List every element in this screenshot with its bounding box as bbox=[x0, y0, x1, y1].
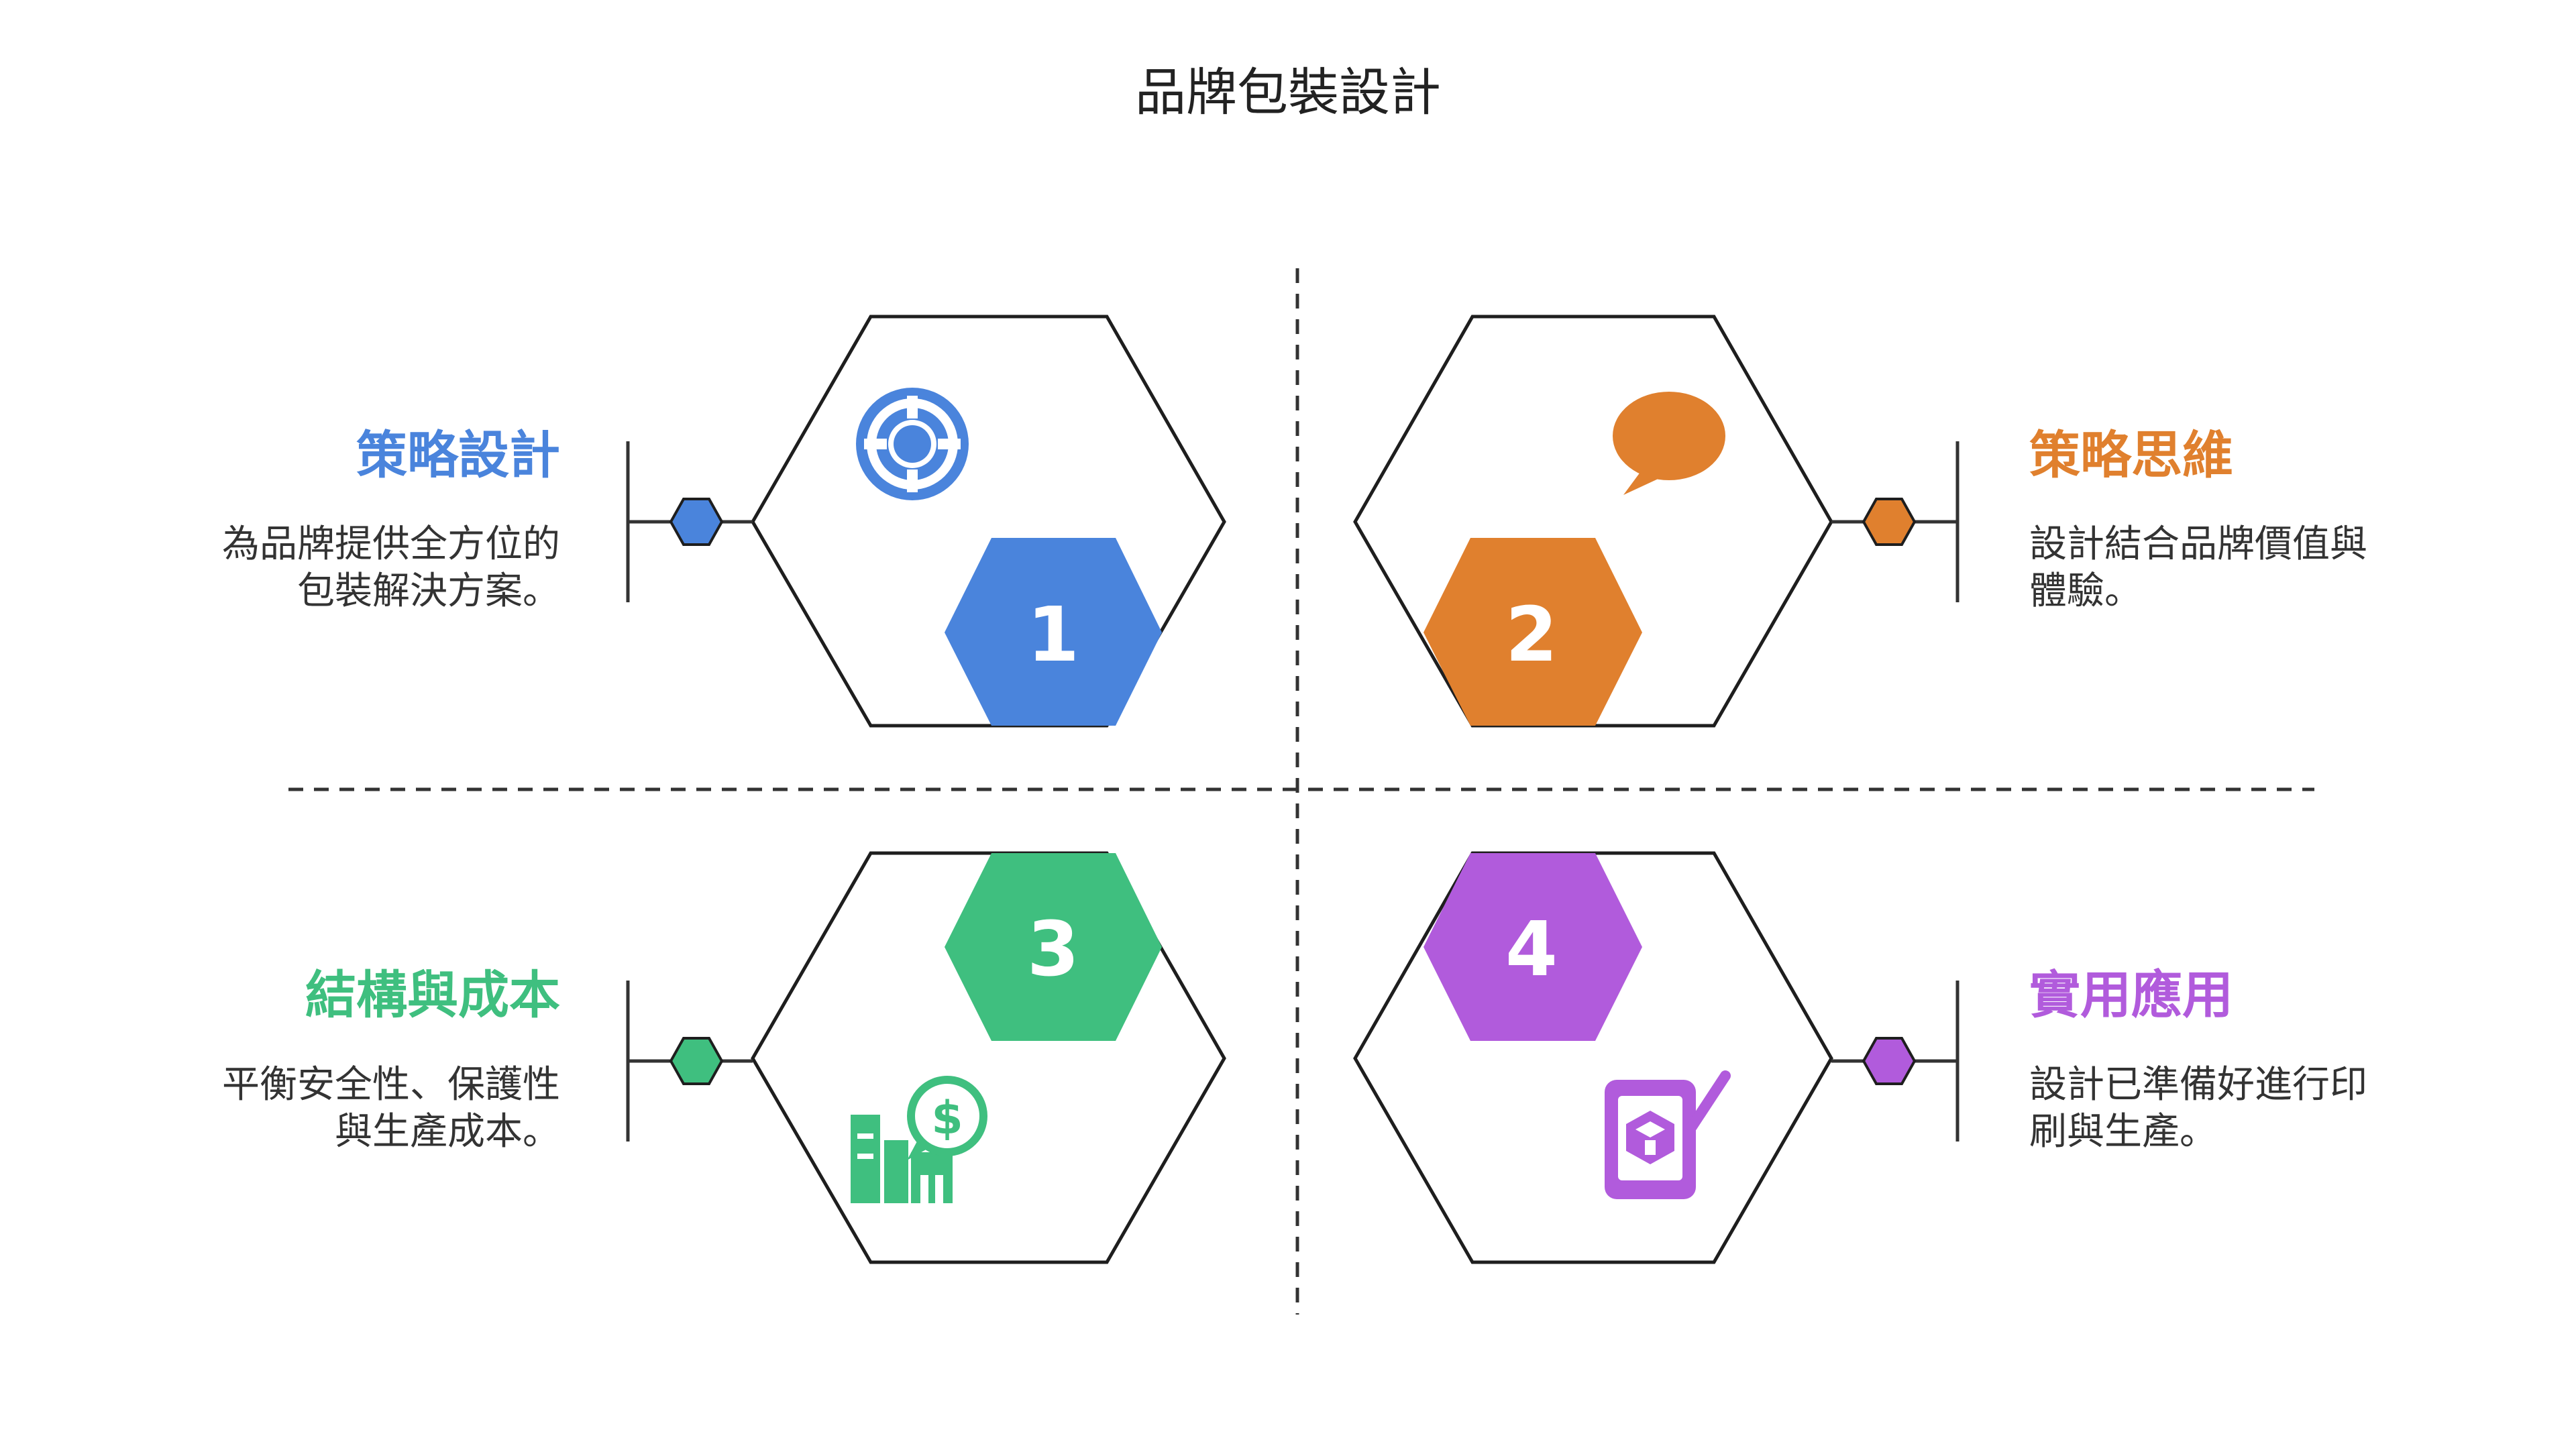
tablet-design-icon bbox=[1605, 1070, 1731, 1199]
description-4-line-1: 設計已準備好進行印 bbox=[2029, 1063, 2367, 1107]
heading-3: 結構與成本 bbox=[305, 965, 560, 1025]
heading-1: 策略設計 bbox=[356, 425, 560, 485]
heading-2: 策略思維 bbox=[2029, 425, 2233, 485]
description-1-line-2: 包裝解決方案。 bbox=[297, 569, 560, 613]
large-hexagon-2 bbox=[1353, 315, 1833, 728]
step-number-3: 3 bbox=[1027, 906, 1079, 993]
quadrant-4: 4 實用應用 設計已準備好進行印 刷與生產。 bbox=[1353, 851, 2367, 1264]
large-hexagon-4 bbox=[1353, 851, 1833, 1264]
svg-text:$: $ bbox=[931, 1092, 963, 1145]
description-1-line-1: 為品牌提供全方位的 bbox=[222, 522, 560, 566]
small-hexagon-3 bbox=[669, 1037, 724, 1085]
description-2-line-2: 體驗。 bbox=[2029, 569, 2142, 613]
building-cost-icon: $ bbox=[851, 1076, 987, 1203]
small-hexagon-1 bbox=[669, 498, 724, 546]
quadrant-2: 2 策略思維 設計結合品牌價值與 體驗。 bbox=[1353, 315, 2367, 728]
small-hexagon-2 bbox=[1862, 498, 1917, 546]
description-3-line-1: 平衡安全性、保護性 bbox=[222, 1063, 560, 1107]
number-hexagon-4 bbox=[1424, 853, 1642, 1041]
number-hexagon-3 bbox=[945, 853, 1162, 1041]
description-2-line-1: 設計結合品牌價值與 bbox=[2029, 522, 2367, 566]
small-hexagon-4 bbox=[1862, 1037, 1917, 1085]
step-number-1: 1 bbox=[1027, 592, 1079, 679]
heading-4: 實用應用 bbox=[2029, 965, 2233, 1025]
number-hexagon-2 bbox=[1424, 538, 1642, 726]
description-3-line-2: 與生產成本。 bbox=[335, 1110, 560, 1154]
quadrant-3: 3 $ 結構與成本 平衡安全性、保護性 與生產成本。 bbox=[222, 851, 1226, 1264]
number-hexagon-1 bbox=[945, 538, 1162, 726]
quadrant-1: 1 策略設計 為品牌提供全方位的 包裝解決方案。 bbox=[222, 315, 1226, 728]
step-number-2: 2 bbox=[1505, 592, 1558, 679]
speech-bubble-icon bbox=[1613, 392, 1725, 495]
description-4-line-2: 刷與生產。 bbox=[2029, 1110, 2217, 1154]
step-number-4: 4 bbox=[1505, 906, 1558, 993]
page-title: 品牌包裝設計 bbox=[1135, 62, 1441, 122]
target-icon bbox=[856, 388, 969, 500]
